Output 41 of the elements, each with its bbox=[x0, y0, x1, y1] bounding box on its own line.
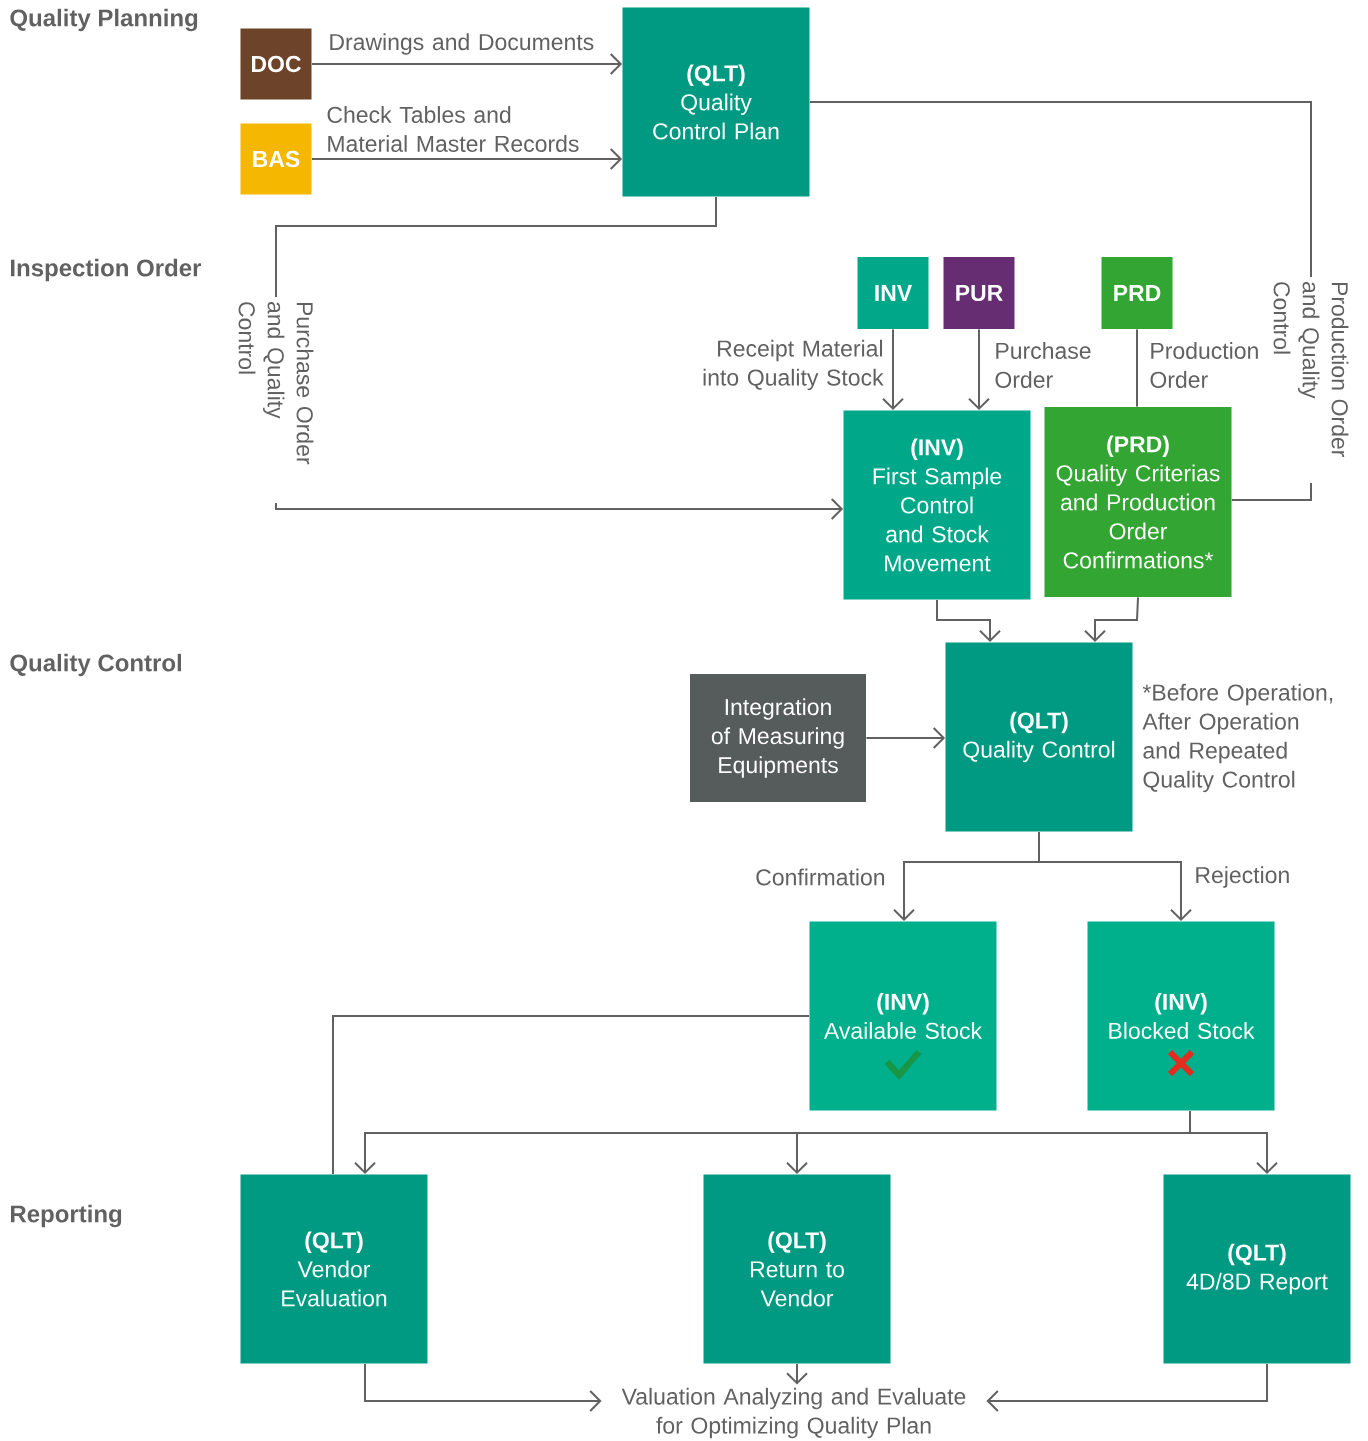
process-box: (QLT) Quality Control bbox=[945, 642, 1133, 832]
arrow bbox=[1084, 596, 1139, 643]
arrow bbox=[936, 598, 1001, 643]
edge-label: Confirmation bbox=[756, 868, 885, 886]
edge-label: Drawings and Documents bbox=[330, 33, 594, 55]
process-box: (QLT) Quality Control Plan bbox=[622, 7, 810, 197]
tag-box: DOC bbox=[240, 28, 312, 100]
arrow bbox=[986, 1362, 1268, 1412]
result-text: Valuation Analyzing and Evaluate for Optimizing Quality Plan bbox=[621, 1387, 966, 1439]
tag-box: PUR bbox=[943, 257, 1015, 329]
section-heading: Inspection Order bbox=[11, 258, 202, 282]
process-box: (QLT) Vendor Evaluation bbox=[240, 1174, 428, 1364]
process-box: (QLT) Return to Vendor bbox=[703, 1174, 891, 1364]
tag-box: PRD bbox=[1101, 257, 1173, 329]
arrow bbox=[364, 1362, 602, 1412]
section-heading: Quality Planning bbox=[10, 8, 198, 32]
arrow bbox=[882, 328, 904, 411]
edge-label: Rejection bbox=[1196, 866, 1289, 888]
arrow bbox=[1189, 1109, 1278, 1175]
section-heading: Quality Control bbox=[10, 653, 181, 677]
edge-label: Production Order bbox=[1150, 342, 1258, 388]
process-box: (INV) Available Stock bbox=[809, 921, 997, 1111]
process-box: (PRD) Quality Criterias and Production Order Confirmations* bbox=[1044, 407, 1232, 597]
edge-label: Production Order and Quality Control bbox=[1269, 277, 1353, 483]
arrow bbox=[1038, 830, 1192, 922]
process-box: (QLT) 4D/8D Report bbox=[1163, 1174, 1351, 1364]
edge-label: Purchase Order bbox=[995, 342, 1091, 388]
tag-box: BAS bbox=[240, 123, 312, 195]
process-box: (INV) Blocked Stock bbox=[1087, 921, 1275, 1111]
edge-label: Receipt Material into Quality Stock bbox=[703, 339, 884, 391]
edge-label: Purchase Order and Quality Control bbox=[234, 297, 318, 503]
section-heading: Reporting bbox=[11, 1204, 122, 1228]
note-text: *Before Operation, After Operation and Repeated Quality Control bbox=[1142, 683, 1333, 793]
edge-label: Check Tables and Material Master Records bbox=[327, 106, 579, 152]
arrow bbox=[968, 328, 990, 411]
process-box: Integration of Measuring Equipments bbox=[690, 674, 866, 802]
arrow bbox=[310, 53, 623, 75]
arrow bbox=[310, 148, 623, 170]
tag-box: INV bbox=[857, 257, 929, 329]
arrow bbox=[865, 727, 946, 749]
process-box: (INV) First Sample Control and Stock Movement bbox=[843, 410, 1031, 600]
